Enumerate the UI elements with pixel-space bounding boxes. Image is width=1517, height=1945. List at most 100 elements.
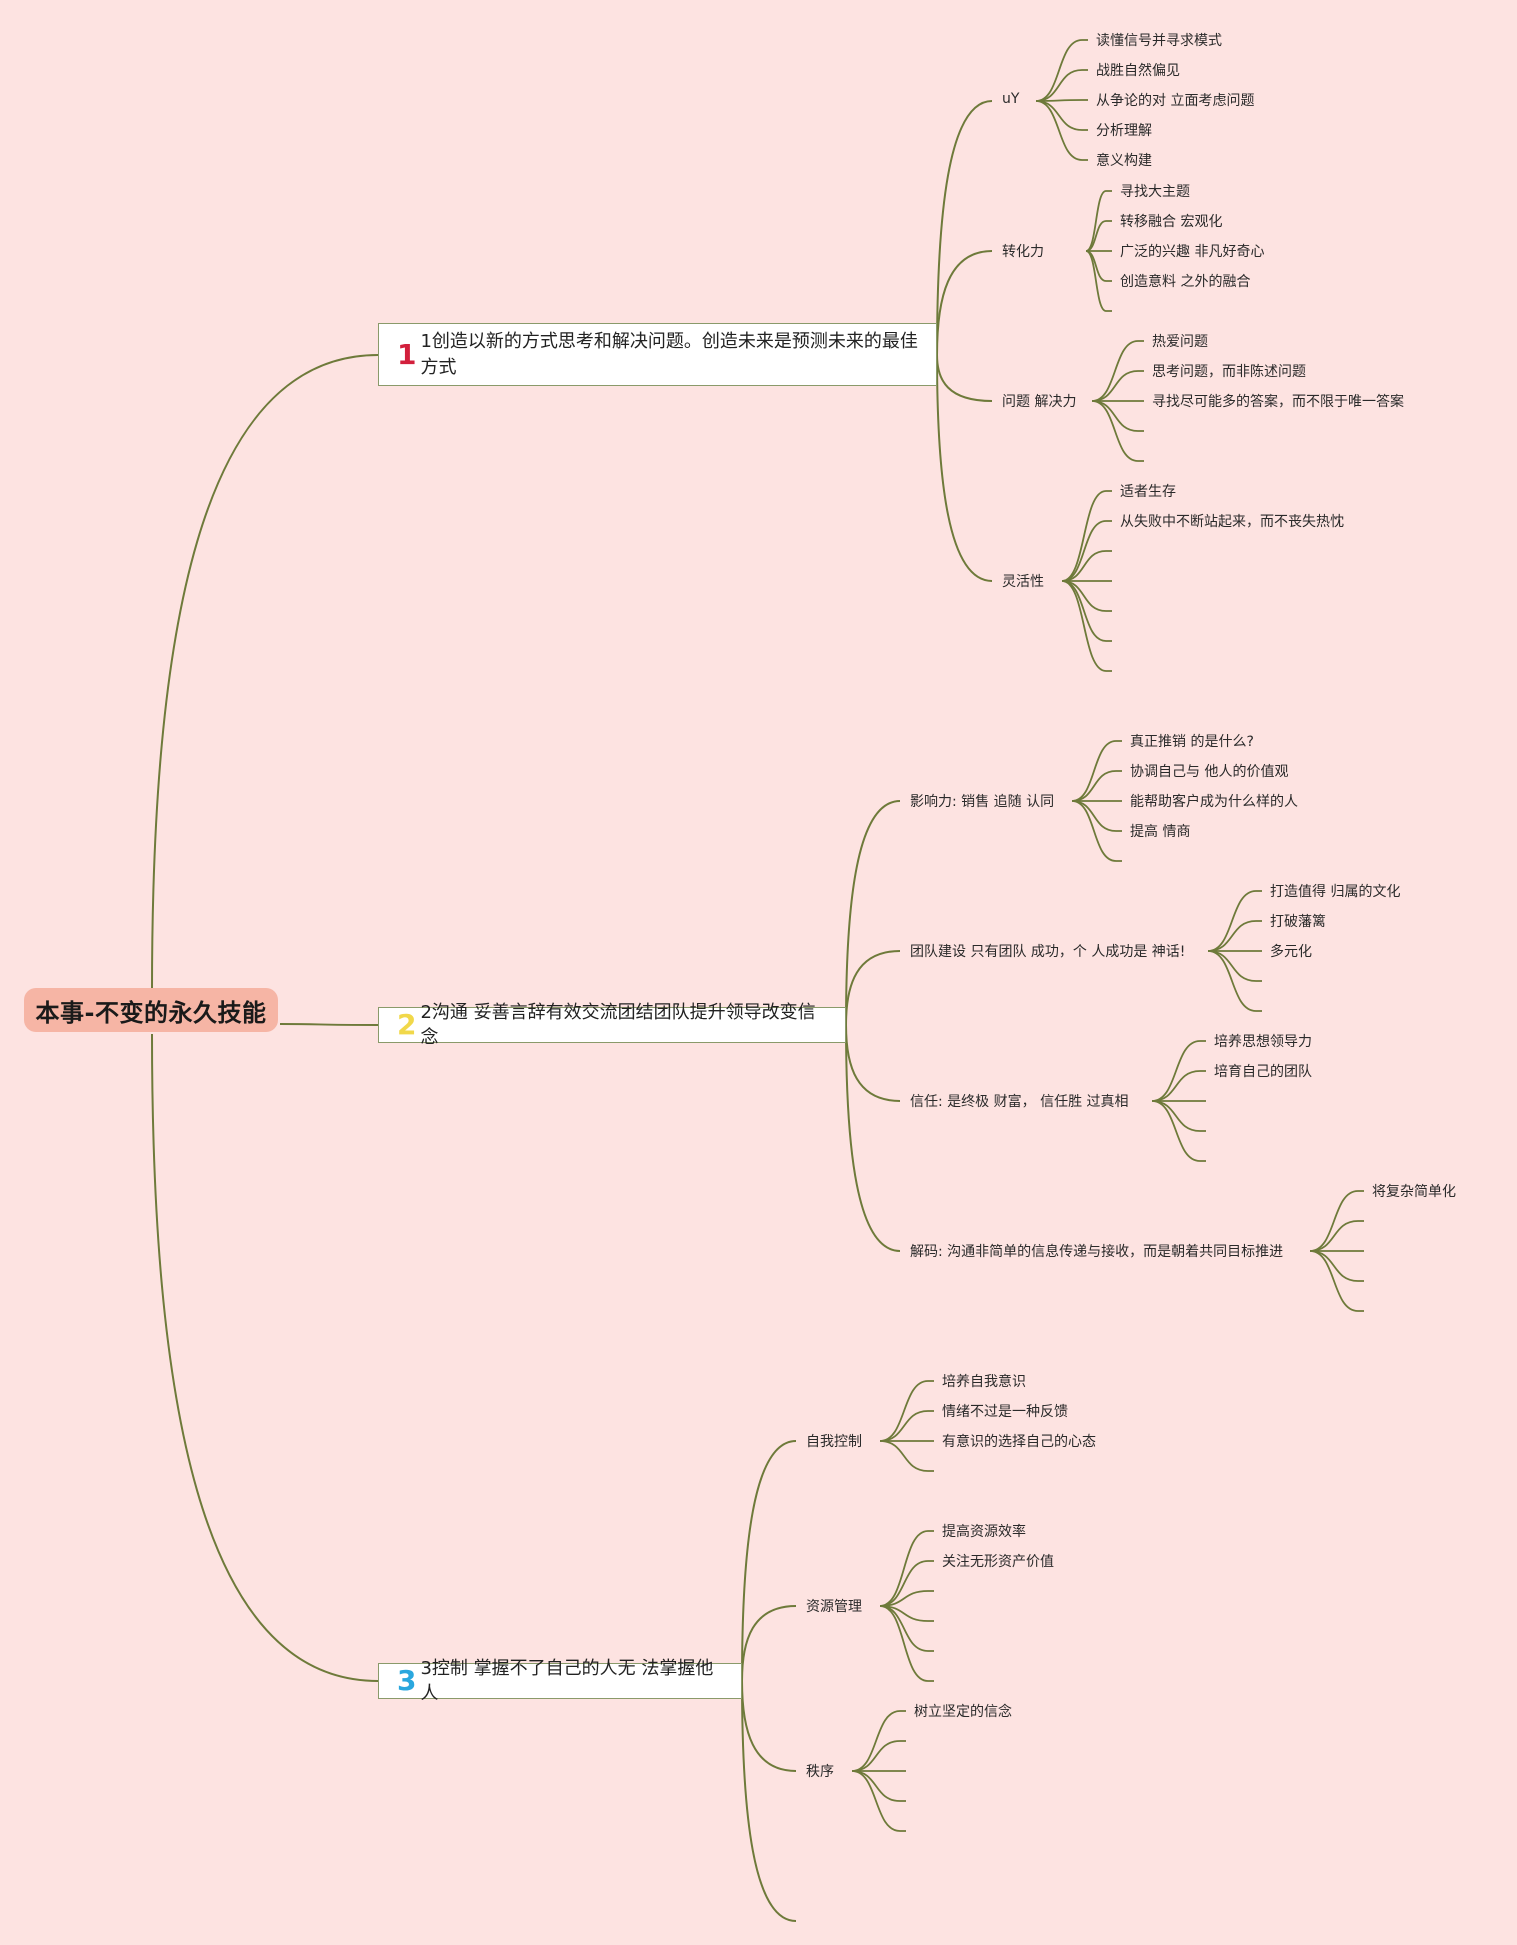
leaf-1-1-4[interactable]: 分析理解: [1096, 123, 1152, 139]
branch-3-label: 3控制 掌握不了自己的人无 法掌握他人: [420, 1657, 714, 1704]
link-leaf-2-1-1: [1071, 740, 1122, 802]
leaf-1-1-3[interactable]: 从争论的对 立面考虑问题: [1096, 93, 1255, 109]
link-leaf-2-4-2: [1309, 1220, 1364, 1252]
leaf-1-3-1[interactable]: 热爱问题: [1152, 334, 1208, 350]
subtopic-1-4[interactable]: 灵活性: [1002, 574, 1044, 590]
leaf-3-2-2[interactable]: 关注无形资产价值: [942, 1554, 1054, 1570]
leaf-2-1-1[interactable]: 真正推销 的是什么?: [1130, 734, 1254, 750]
branch-2-label: 2沟通 妥善言辞有效交流团结团队提升领导改变信念: [420, 1001, 816, 1048]
leaf-2-2-3[interactable]: 多元化: [1270, 944, 1312, 960]
leaf-1-2-3[interactable]: 广泛的兴趣 非凡好奇心: [1120, 244, 1265, 260]
branch-3[interactable]: 3 3控制 掌握不了自己的人无 法掌握他人: [378, 1658, 742, 1704]
subtopic-3-2[interactable]: 资源管理: [806, 1599, 862, 1615]
link-leaf-1-1-3: [1035, 99, 1088, 102]
link-leaf-3-2-4: [879, 1605, 934, 1622]
link-leaf-1-1-1: [1035, 39, 1088, 102]
leaf-1-2-1[interactable]: 寻找大主题: [1120, 184, 1190, 200]
leaf-2-2-1[interactable]: 打造值得 归属的文化: [1270, 884, 1401, 900]
leaf-1-1-2[interactable]: 战胜自然偏见: [1096, 63, 1180, 79]
leaf-1-4-2[interactable]: 从失败中不断站起来，而不丧失热忱: [1120, 514, 1344, 530]
link-leaf-1-1-5: [1035, 100, 1088, 161]
link-leaf-2-3-2: [1151, 1070, 1206, 1102]
leaf-1-2-2[interactable]: 转移融合 宏观化: [1120, 214, 1223, 230]
link-leaf-3-2-3: [879, 1590, 934, 1607]
link-branch-1-sub-1: [936, 100, 993, 356]
leaf-2-2-2[interactable]: 打破藩篱: [1270, 914, 1326, 930]
leaf-1-1-1[interactable]: 读懂信号并寻求模式: [1096, 33, 1222, 49]
link-leaf-1-3-4: [1091, 400, 1144, 432]
leaf-1-1-5[interactable]: 意义构建: [1096, 153, 1152, 169]
link-leaf-1-2-1: [1085, 190, 1112, 252]
leaf-1-3-3[interactable]: 寻找尽可能多的答案，而不限于唯一答案: [1152, 394, 1404, 410]
link-branch-1-sub-3: [936, 354, 993, 402]
link-leaf-2-2-1: [1207, 890, 1262, 952]
link-leaf-1-3-2: [1091, 370, 1144, 402]
leaf-1-4-1[interactable]: 适者生存: [1120, 484, 1176, 500]
root-topic[interactable]: 本事-不变的永久技能: [24, 988, 278, 1032]
link-leaf-2-4-4: [1309, 1250, 1364, 1282]
leaf-2-3-2[interactable]: 培育自己的团队: [1214, 1064, 1312, 1080]
link-branch-3-sub-1: [741, 1440, 797, 1682]
subtopic-3-3[interactable]: 秩序: [806, 1764, 834, 1780]
link-branch-1-sub-4: [936, 354, 993, 582]
subtopic-1-2[interactable]: 转化力: [1002, 244, 1044, 260]
leaf-3-1-3[interactable]: 有意识的选择自己的心态: [942, 1434, 1096, 1450]
link-leaf-2-2-2: [1207, 920, 1262, 952]
leaf-1-3-2[interactable]: 思考问题，而非陈述问题: [1152, 364, 1306, 380]
link-branch-2-sub-2: [845, 950, 901, 1026]
leaf-1-2-4[interactable]: 创造意料 之外的融合: [1120, 274, 1251, 290]
badge-3-icon: 3: [397, 1664, 417, 1697]
link-leaf-1-2-2: [1085, 220, 1112, 252]
link-leaf-2-3-5: [1151, 1100, 1206, 1162]
link-leaf-3-3-2: [851, 1740, 906, 1772]
link-leaf-1-2-5: [1085, 250, 1112, 312]
leaf-3-1-2[interactable]: 情绪不过是一种反馈: [942, 1404, 1068, 1420]
subtopic-2-4[interactable]: 解码: 沟通非简单的信息传递与接收，而是朝着共同目标推进: [910, 1244, 1284, 1260]
link-leaf-2-1-2: [1071, 770, 1122, 802]
link-leaf-2-2-5: [1207, 950, 1262, 1012]
subtopic-1-3[interactable]: 问题 解决力: [1002, 394, 1077, 410]
link-leaf-3-2-6: [879, 1605, 934, 1682]
link-leaf-3-2-2: [879, 1560, 934, 1607]
leaf-2-1-2[interactable]: 协调自己与 他人的价值观: [1130, 764, 1289, 780]
link-leaf-2-2-4: [1207, 950, 1262, 982]
link-branch-3-sub-3: [741, 1680, 797, 1772]
link-leaf-1-1-4: [1035, 100, 1088, 131]
link-leaf-3-3-5: [851, 1770, 906, 1832]
leaf-3-3-1[interactable]: 树立坚定的信念: [914, 1704, 1012, 1720]
link-root-branch-1: [151, 354, 379, 991]
leaf-2-1-3[interactable]: 能帮助客户成为什么样的人: [1130, 794, 1298, 810]
link-leaf-3-3-4: [851, 1770, 906, 1802]
root-topic-label: 本事-不变的永久技能: [35, 998, 267, 1027]
subtopic-2-2[interactable]: 团队建设 只有团队 成功，个 人成功是 神话!: [910, 944, 1186, 960]
link-branch-1-sub-2: [936, 250, 993, 356]
leaf-2-3-1[interactable]: 培养思想领导力: [1214, 1034, 1312, 1050]
link-leaf-1-3-1: [1091, 340, 1144, 402]
link-leaf-2-1-4: [1071, 800, 1122, 832]
link-root-branch-3: [151, 1033, 379, 1682]
subtopic-3-1[interactable]: 自我控制: [806, 1434, 862, 1450]
link-leaf-1-4-7: [1061, 580, 1112, 672]
link-branch-3-sub-2: [741, 1605, 797, 1682]
subtopic-2-3[interactable]: 信任: 是终极 财富， 信任胜 过真相: [910, 1094, 1129, 1110]
link-root-branch-2: [279, 1023, 379, 1026]
leaf-2-4-1[interactable]: 将复杂简单化: [1372, 1184, 1456, 1200]
subtopic-2-1[interactable]: 影响力: 销售 追随 认同: [910, 794, 1055, 810]
branch-2[interactable]: 2 2沟通 妥善言辞有效交流团结团队提升领导改变信念: [378, 1002, 846, 1048]
link-leaf-3-1-4: [879, 1440, 934, 1472]
link-leaf-3-2-5: [879, 1605, 934, 1652]
link-branch-2-sub-1: [845, 800, 901, 1026]
link-leaf-2-3-4: [1151, 1100, 1206, 1132]
link-leaf-1-1-2: [1035, 69, 1088, 102]
link-leaf-2-4-1: [1309, 1190, 1364, 1252]
link-leaf-3-2-1: [879, 1530, 934, 1607]
branch-1[interactable]: 1 1创造以新的方式思考和解决问题。创造未来是预测未来的最佳方式: [378, 323, 937, 386]
link-branch-2-sub-4: [845, 1024, 901, 1252]
subtopic-1-1[interactable]: uY: [1002, 91, 1020, 107]
leaf-3-1-1[interactable]: 培养自我意识: [942, 1374, 1026, 1390]
leaf-3-2-1[interactable]: 提高资源效率: [942, 1524, 1026, 1540]
leaf-2-1-4[interactable]: 提高 情商: [1130, 824, 1191, 840]
link-leaf-3-1-1: [879, 1380, 934, 1442]
link-leaf-1-4-1: [1061, 490, 1112, 582]
